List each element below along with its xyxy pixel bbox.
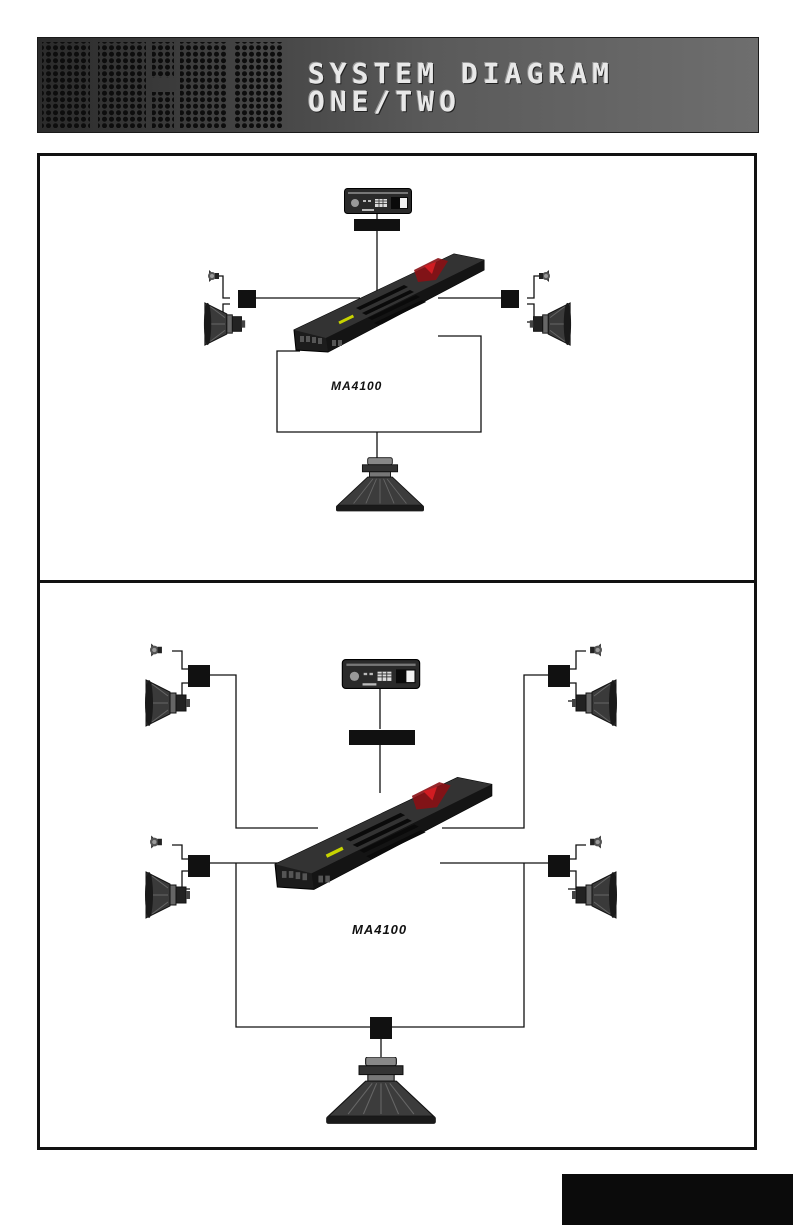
amplifier-icon xyxy=(275,778,492,890)
amplifier-icon xyxy=(294,254,484,352)
head-unit-icon xyxy=(342,660,419,689)
crossover-box-icon xyxy=(501,290,519,308)
tweeter-icon xyxy=(590,836,602,849)
crossover-box-icon xyxy=(238,290,256,308)
banner-title: SYSTEM DIAGRAM ONE/TWO xyxy=(308,60,614,116)
rca-interconnect-box xyxy=(349,730,415,745)
tweeter-icon xyxy=(590,644,602,657)
midrange-speaker-icon xyxy=(530,303,571,345)
title-line-2: ONE/TWO xyxy=(308,85,461,118)
amplifier-model-label: MA4100 xyxy=(331,379,382,393)
crossover-box-icon xyxy=(188,665,210,687)
midrange-speaker-icon xyxy=(572,680,617,726)
subwoofer-icon xyxy=(326,1057,436,1124)
rca-interconnect-box xyxy=(354,219,400,231)
midrange-speaker-icon xyxy=(145,872,190,918)
subwoofer-icon xyxy=(336,458,424,512)
tweeter-icon xyxy=(539,270,550,282)
wiring xyxy=(172,651,586,1061)
diagram-two-drawing xyxy=(40,583,754,1147)
midrange-speaker-icon xyxy=(204,303,245,345)
page-corner-tab xyxy=(562,1174,793,1225)
wiring xyxy=(213,212,542,460)
system-diagram-two: MA4100 xyxy=(37,580,757,1150)
crossover-box-icon xyxy=(548,665,570,687)
crossover-box-icon xyxy=(370,1017,392,1039)
tweeter-icon xyxy=(150,836,162,849)
tweeter-icon xyxy=(208,270,219,282)
midrange-speaker-icon xyxy=(572,872,617,918)
crossover-box-icon xyxy=(548,855,570,877)
diagram-one-drawing xyxy=(40,156,754,580)
midrange-speaker-icon xyxy=(145,680,190,726)
header-banner: SYSTEM DIAGRAM ONE/TWO xyxy=(37,37,759,133)
amplifier-model-label: MA4100 xyxy=(352,922,407,937)
system-diagram-one: MA4100 xyxy=(37,153,757,583)
head-unit-icon xyxy=(345,189,412,214)
tweeter-icon xyxy=(150,644,162,657)
speaker-grille-graphic xyxy=(38,38,308,132)
crossover-box-icon xyxy=(188,855,210,877)
